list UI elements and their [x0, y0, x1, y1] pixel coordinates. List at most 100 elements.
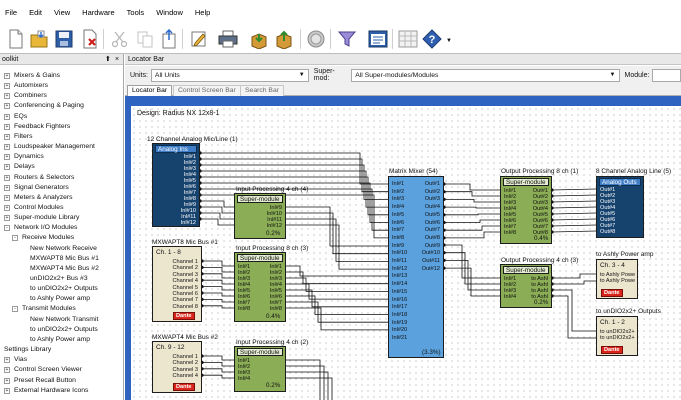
edit-icon[interactable]	[188, 28, 210, 50]
tree-item-label: Signal Generators	[14, 183, 69, 191]
stop-icon[interactable]	[305, 28, 327, 50]
expand-icon[interactable]: +	[4, 144, 10, 151]
new-document-icon[interactable]	[5, 28, 27, 50]
tree-item[interactable]: +Delays	[4, 162, 35, 172]
open-folder-icon[interactable]	[28, 28, 50, 50]
help-icon[interactable]: ?	[421, 28, 443, 50]
tree-item[interactable]: +Preset Recall Button	[4, 376, 76, 386]
supermod-select[interactable]: All Super-modules/Modules ▼	[351, 68, 620, 82]
tab-locator-bar[interactable]: Locator Bar	[127, 85, 173, 96]
expand-icon[interactable]: +	[4, 103, 10, 110]
package-icon[interactable]	[248, 28, 270, 50]
copy-icon[interactable]	[134, 28, 156, 50]
toolbar-overflow-icon[interactable]: ▼	[446, 38, 452, 44]
menu-edit[interactable]: Edit	[29, 7, 43, 17]
menu-view[interactable]: View	[54, 7, 71, 17]
expand-icon[interactable]: +	[4, 215, 10, 222]
expand-icon[interactable]: +	[4, 133, 10, 140]
tree-item[interactable]: +Super-module Library	[4, 213, 79, 223]
tree-item[interactable]: +Automixers	[4, 81, 48, 91]
expand-icon[interactable]: +	[4, 123, 10, 130]
tree-item[interactable]: +Control Modules	[4, 203, 64, 213]
tree-item[interactable]: +EQs	[4, 112, 27, 122]
units-select[interactable]: All Units ▼	[150, 68, 309, 82]
tree-item[interactable]: to unDIO2x2+ Outputs	[20, 325, 98, 335]
close-icon[interactable]: ×	[115, 56, 120, 63]
tree-item[interactable]: +Mixers & Gains	[4, 71, 60, 81]
save-icon[interactable]	[53, 28, 75, 50]
unpackage-icon[interactable]	[273, 28, 295, 50]
expand-icon[interactable]: +	[4, 83, 10, 90]
tree-item[interactable]: +Combiners	[4, 91, 47, 101]
expand-icon[interactable]: +	[4, 93, 10, 100]
module-select[interactable]	[652, 68, 681, 82]
expand-icon[interactable]: +	[4, 184, 10, 191]
tree-item[interactable]: to Ashly Power amp	[20, 335, 90, 345]
tree-item[interactable]: -Receive Modules	[12, 233, 74, 243]
filter-icon[interactable]	[336, 28, 358, 50]
tree-item[interactable]: +Meters & Analyzers	[4, 193, 73, 203]
tab-control-screen-bar[interactable]: Control Screen Bar	[173, 85, 241, 96]
expand-icon[interactable]: +	[4, 73, 10, 79]
delete-icon[interactable]	[79, 28, 101, 50]
tree-item[interactable]: New Network Transmit	[20, 315, 98, 325]
tree-item[interactable]: +Loudspeaker Management	[4, 142, 95, 152]
tree-item[interactable]: +Feedback Fighters	[4, 122, 70, 132]
tab-search-bar[interactable]: Search Bar	[240, 85, 285, 96]
expand-icon[interactable]: +	[4, 377, 10, 384]
tree-item[interactable]: +Filters	[4, 132, 33, 142]
tree-item[interactable]: New Network Receive	[20, 244, 97, 254]
cut-icon[interactable]	[109, 28, 131, 50]
tree-item[interactable]: Settings Library	[4, 345, 51, 355]
tree-item[interactable]: -Network I/O Modules	[4, 223, 77, 233]
menu-file[interactable]: File	[5, 7, 18, 17]
tree-item[interactable]: MXWAPT8 Mic Bus #1	[20, 254, 99, 264]
expand-icon[interactable]: +	[4, 154, 10, 161]
expand-icon[interactable]: +	[4, 387, 10, 394]
tree-item[interactable]: +Vias	[4, 355, 27, 365]
expand-icon[interactable]: +	[4, 174, 10, 181]
menu-help[interactable]: Help	[194, 7, 211, 17]
tree-item[interactable]: to Ashly Power amp	[20, 294, 90, 304]
grid-icon[interactable]	[397, 28, 419, 50]
menu-tools[interactable]: Tools	[126, 7, 145, 17]
expand-icon[interactable]: +	[4, 357, 10, 364]
expand-icon[interactable]: +	[4, 194, 10, 201]
tree-item[interactable]: +Dynamics	[4, 152, 44, 162]
collapse-icon[interactable]: -	[12, 306, 18, 313]
expand-icon[interactable]: +	[4, 164, 10, 171]
expand-icon[interactable]: +	[4, 113, 10, 120]
undio-outputs-block[interactable]: Ch. 1 - 2 Dante to unDIO2x2+to unDIO2x2+	[596, 316, 638, 356]
collapse-icon[interactable]: -	[4, 225, 10, 232]
tree-item[interactable]: -Transmit Modules	[12, 304, 76, 314]
expand-icon[interactable]: +	[4, 367, 10, 374]
paste-icon[interactable]	[158, 28, 180, 50]
collapse-icon[interactable]: -	[12, 235, 18, 242]
tree-item[interactable]: +Conferencing & Paging	[4, 101, 84, 111]
tree-item[interactable]: +Control Screen Viewer	[4, 365, 82, 375]
menu-window[interactable]: Window	[156, 7, 183, 17]
menu-hardware[interactable]: Hardware	[82, 7, 115, 17]
pin-icon[interactable]: ⬆	[105, 56, 111, 63]
tree-item[interactable]: +Routers & Selectors	[4, 173, 74, 183]
tree-item[interactable]: +External Hardware Icons	[4, 386, 88, 396]
print-icon[interactable]	[217, 28, 239, 50]
tree-item[interactable]: MXWAPT4 Mic Bus #2	[20, 264, 99, 274]
tree-item[interactable]: + Signal Generators	[4, 183, 69, 193]
tree-item[interactable]: unDIO2x2+ Bus #3	[20, 274, 88, 284]
tree-item[interactable]: to unDIO2x2+ Outputs	[20, 284, 98, 294]
expand-icon[interactable]: +	[4, 204, 10, 211]
port-label: Out#7	[600, 223, 616, 229]
properties-icon[interactable]	[367, 28, 389, 50]
